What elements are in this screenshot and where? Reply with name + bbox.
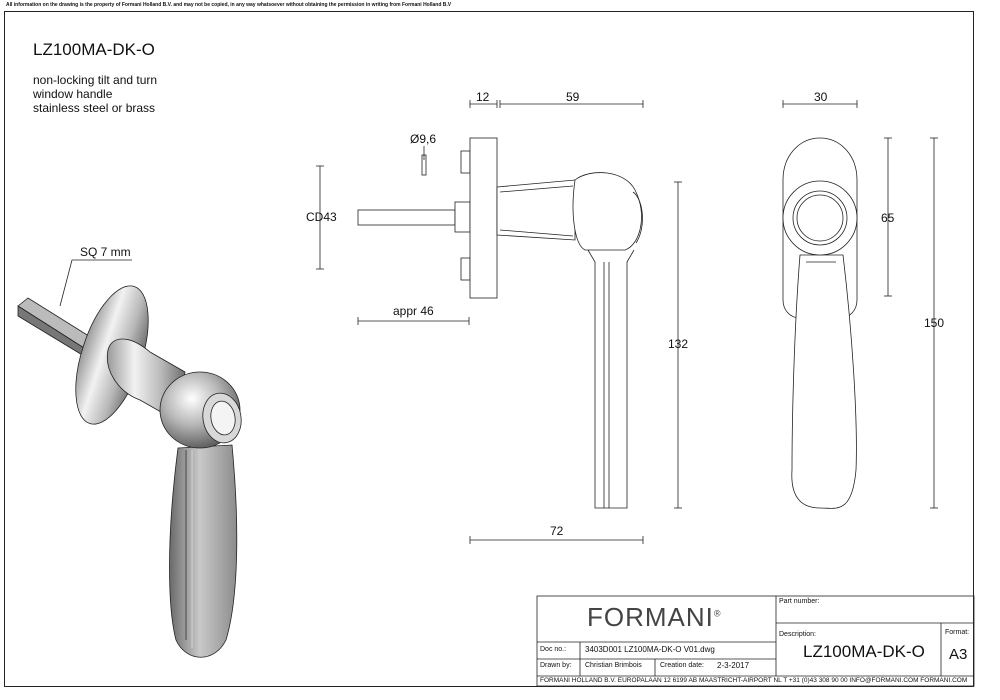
dim-150: 150 [924, 316, 944, 330]
sq-label: SQ 7 mm [80, 245, 131, 259]
dim-appr46: appr 46 [393, 304, 434, 318]
drawn-by-label: Drawn by: [540, 662, 572, 669]
dim-65: 65 [881, 211, 895, 225]
lever-3d [169, 444, 238, 658]
description-label: Description: [779, 631, 816, 638]
description-line-1: non-locking tilt and turn [33, 73, 158, 87]
copyright-notice: All information on the drawing is the pr… [6, 2, 452, 8]
dim-12: 12 [476, 90, 490, 104]
part-title: LZ100MA-DK-O [33, 40, 155, 59]
dim-72: 72 [550, 524, 564, 538]
format-value: A3 [949, 646, 968, 663]
sq-leader [59, 259, 132, 307]
front-view [782, 100, 938, 509]
doc-no-value: 3403D001 LZ100MA-DK-O V01.dwg [585, 645, 715, 654]
part-number-label: Part number: [779, 598, 820, 605]
brand-logo: FORMANI® [587, 602, 722, 632]
title-block-grid [536, 595, 975, 687]
dim-30: 30 [814, 90, 828, 104]
isometric-view [17, 259, 242, 658]
side-view [316, 100, 682, 544]
format-label: Format: [945, 629, 970, 636]
description-line-2: window handle [33, 87, 113, 101]
company-footer: FORMANI HOLLAND B.V. EUROPALAAN 12 6199 … [540, 677, 968, 684]
creation-date-value: 2-3-2017 [717, 661, 750, 670]
dim-59: 59 [566, 90, 580, 104]
description-line-3: stainless steel or brass [33, 101, 156, 115]
dim-cd43: CD43 [306, 210, 337, 224]
dim-diameter: Ø9,6 [410, 132, 436, 146]
title-block: FORMANI® Part number: Description: Forma… [537, 596, 974, 686]
drawing-frame [4, 11, 974, 687]
creation-date-label: Creation date: [660, 662, 704, 669]
dim-132: 132 [668, 337, 688, 351]
doc-no-label: Doc no.: [540, 646, 567, 653]
description-value: LZ100MA-DK-O [803, 642, 925, 661]
drawn-by-value: Christian Brimbois [585, 662, 642, 669]
